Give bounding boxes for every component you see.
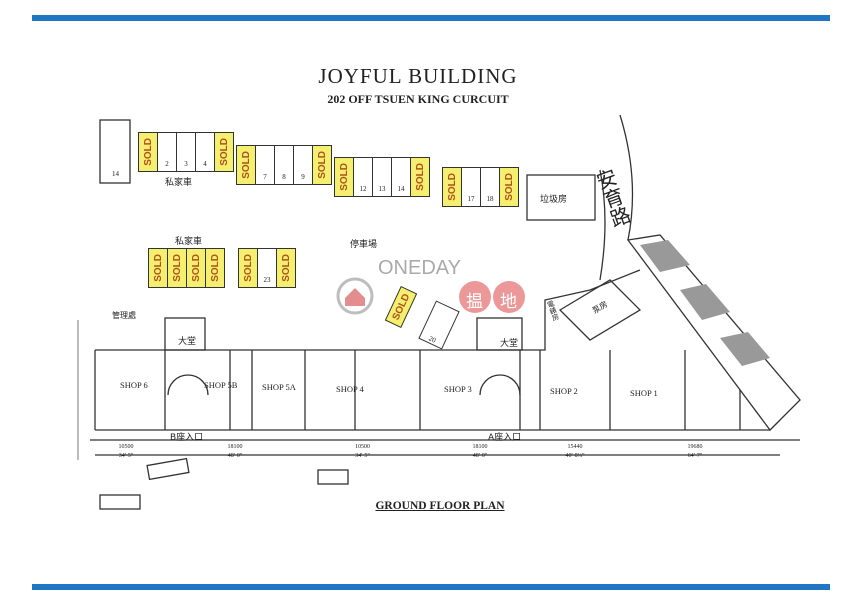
shop-5a-label: SHOP 5A <box>262 382 296 392</box>
shop-6-label: SHOP 6 <box>120 380 148 390</box>
dimension-value: 48'-0" <box>227 453 243 459</box>
lobby-a-label: 大堂 <box>500 339 519 349</box>
entrance-b-label: B座入口 <box>170 433 204 443</box>
management-office-label: 管理處 <box>112 311 136 320</box>
parking-space: 7 <box>255 145 275 185</box>
dimension-value: 10500 <box>118 444 134 450</box>
parking-space-sold: SOLD <box>214 132 234 172</box>
parking-space: 9 <box>293 145 313 185</box>
plan-subtitle: 202 OFF TSUEN KING CURCUIT <box>327 92 509 106</box>
watermark-char-1: 揾 <box>466 292 483 312</box>
dimension-value: 48'-0" <box>472 453 488 459</box>
dimension-value: 19680 <box>687 444 703 450</box>
parking-space: 23 <box>257 248 277 288</box>
dimension-value: 18100 <box>227 444 243 450</box>
dimension-label: 10500 34'-5" <box>305 443 420 461</box>
watermark-char-2: 地 <box>500 292 517 312</box>
parking-space: 4 <box>195 132 215 172</box>
shop-4-label: SHOP 4 <box>336 384 364 394</box>
plan-title: JOYFUL BUILDING <box>318 64 518 88</box>
parking-space: 17 <box>461 167 481 207</box>
lobby-b-label: 大堂 <box>178 337 197 347</box>
bottom-accent-bar <box>32 584 830 590</box>
dimension-value: 34'-5" <box>118 453 134 459</box>
dimension-label: 10500 34'-5" <box>95 443 157 461</box>
dimension-value: 10500 <box>355 444 370 450</box>
shop-3-label: SHOP 3 <box>444 384 472 394</box>
parking-space: 8 <box>274 145 294 185</box>
parking-space: 14 <box>391 157 411 197</box>
parking-space-sold: SOLD <box>205 248 225 288</box>
parking-space-sold: SOLD <box>499 167 519 207</box>
top-accent-bar <box>32 15 830 21</box>
dimension-value: 64'-7" <box>687 453 703 459</box>
dimension-value: 18100 <box>472 444 488 450</box>
entrance-a-label: A座入口 <box>488 433 522 443</box>
shop-5b-label: SHOP 5B <box>204 380 238 390</box>
dimension-value: 15440 <box>567 444 583 450</box>
dimension-label: 19680 64'-7" <box>610 443 780 461</box>
parking-space-sold: SOLD <box>410 157 430 197</box>
parking-space-sold: SOLD <box>186 248 206 288</box>
parking-space-sold: SOLD <box>276 248 296 288</box>
watermark-text: ONEDAY <box>378 257 461 279</box>
dimension-label: 15440 40'-8¼" <box>540 443 610 461</box>
refuse-room-label: 垃圾房 <box>540 195 568 205</box>
ramp <box>626 234 801 431</box>
shop-1-label: SHOP 1 <box>630 388 658 398</box>
parking-space-sold: SOLD <box>238 248 258 288</box>
parking-space-sold: SOLD <box>312 145 332 185</box>
private-car-label: 私家車 <box>165 178 193 188</box>
dimension-value: 34'-5" <box>355 453 370 459</box>
parking-space-sold: SOLD <box>442 167 462 207</box>
road-curve <box>619 114 634 241</box>
shop-2-label: SHOP 2 <box>550 386 578 396</box>
parking-space-sold: SOLD <box>148 248 168 288</box>
private-car-label: 私家車 <box>175 237 203 247</box>
refuse-room-outline <box>526 174 596 221</box>
dimension-label: 18100 48'-0" <box>420 443 540 461</box>
parking-space: 12 <box>353 157 373 197</box>
ground-floor-plan-caption: GROUND FLOOR PLAN <box>375 500 505 512</box>
dimension-label: 18100 48'-0" <box>165 443 305 461</box>
left-space-number: 14 <box>112 170 119 178</box>
parking-space-sold: SOLD <box>167 248 187 288</box>
left-parking-box <box>99 119 131 184</box>
parking-space: 3 <box>176 132 196 172</box>
parking-space-sold: SOLD <box>236 145 256 185</box>
parking-space: 18 <box>480 167 500 207</box>
car-park-label: 停車場 <box>350 240 378 250</box>
parking-space: 13 <box>372 157 392 197</box>
parking-space: 2 <box>157 132 177 172</box>
parking-space-sold: SOLD <box>138 132 158 172</box>
dimension-value: 40'-8¼" <box>565 453 585 459</box>
watermark <box>336 277 525 315</box>
parking-space-sold: SOLD <box>334 157 354 197</box>
